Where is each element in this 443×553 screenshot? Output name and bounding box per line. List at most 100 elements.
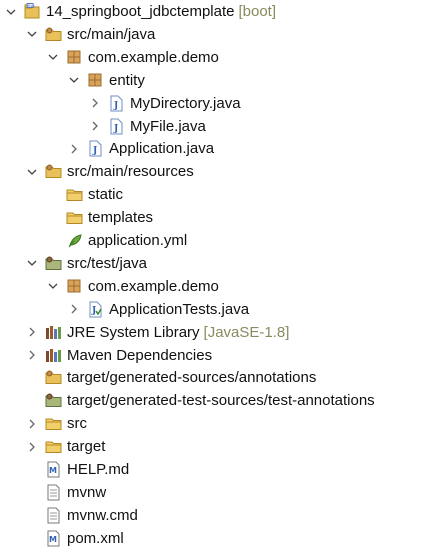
source-folder-icon xyxy=(45,369,62,386)
chevron-down-icon[interactable] xyxy=(25,256,39,270)
tree-item-label: src/test/java xyxy=(67,254,148,272)
yaml-file-icon xyxy=(66,232,83,249)
tree-item-label: application.yml xyxy=(88,232,188,249)
chevron-right-icon[interactable] xyxy=(25,325,39,339)
tree-item[interactable]: J MyFile.java xyxy=(88,115,206,138)
tree-item[interactable]: Maven Dependencies xyxy=(25,344,212,367)
tree-item-label: entity xyxy=(109,71,145,89)
tree-item-label: target xyxy=(67,438,106,456)
tree-item[interactable]: mvnw.cmd xyxy=(25,504,138,527)
tree-item-label: 14_springboot_jdbctemplate xyxy=(46,3,235,20)
tree-item-decoration: [boot] xyxy=(238,3,276,20)
java-file-icon: J xyxy=(87,140,104,157)
tree-item-label: src xyxy=(67,415,87,433)
test-source-folder-icon xyxy=(45,392,62,409)
tree-item-label: static xyxy=(88,186,124,204)
tree-item[interactable]: target xyxy=(25,435,105,458)
chevron-right-icon[interactable] xyxy=(25,417,39,431)
tree-item[interactable]: src/test/java xyxy=(25,252,147,275)
library-icon xyxy=(45,347,62,364)
tree-item[interactable]: J MyDirectory.java xyxy=(88,92,241,115)
tree-item-decoration: [JavaSE-1.8] xyxy=(203,323,290,341)
tree-item[interactable]: JRE System Library[JavaSE-1.8] xyxy=(25,321,289,344)
folder-icon xyxy=(45,438,62,455)
tree-item[interactable]: src/main/resources xyxy=(25,160,194,183)
svg-text:M: M xyxy=(49,535,57,544)
tree-item[interactable]: entity xyxy=(67,69,145,92)
toggle-spacer xyxy=(46,234,60,248)
tree-item-label: pom.xml xyxy=(67,529,124,547)
svg-text:M↓J: M↓J xyxy=(28,4,35,8)
toggle-spacer xyxy=(25,394,39,408)
tree-item-label: MyFile.java xyxy=(130,117,206,135)
tree-item[interactable]: com.example.demo xyxy=(46,46,219,69)
tree-item[interactable]: src/main/java xyxy=(25,23,155,46)
chevron-down-icon[interactable] xyxy=(25,27,39,41)
toggle-spacer xyxy=(46,188,60,202)
svg-text:J: J xyxy=(113,101,118,111)
java-file-icon: J xyxy=(108,95,125,112)
chevron-right-icon[interactable] xyxy=(67,302,81,316)
java-file-icon: J xyxy=(108,118,125,135)
tree-item[interactable]: templates xyxy=(46,206,153,229)
tree-item[interactable]: J ApplicationTests.java xyxy=(67,298,249,321)
tree-item-label: HELP.md xyxy=(67,461,130,478)
svg-text:M: M xyxy=(49,466,57,475)
tree-item[interactable]: target/generated-sources/annotations xyxy=(25,366,316,389)
chevron-right-icon[interactable] xyxy=(25,348,39,362)
tree-item-label: mvnw.cmd xyxy=(67,506,138,524)
tree-item-label: src/main/resources xyxy=(67,163,194,181)
chevron-down-icon[interactable] xyxy=(46,50,60,64)
tree-item-label: JRE System Library xyxy=(67,323,200,341)
package-icon xyxy=(87,72,104,89)
toggle-spacer xyxy=(25,463,39,477)
tree-item[interactable]: mvnw xyxy=(25,481,106,504)
markdown-file-icon: M xyxy=(45,461,62,478)
library-icon xyxy=(45,324,62,341)
tree-item-label: com.example.demo xyxy=(88,48,219,66)
chevron-down-icon[interactable] xyxy=(4,5,18,19)
tree-item[interactable]: src xyxy=(25,412,87,435)
test-source-folder-icon xyxy=(45,255,62,272)
tree-item-label: ApplicationTests.java xyxy=(109,300,250,318)
tree-item-label: templates xyxy=(88,209,154,227)
tree-item-label: target/generated-test-sources/test-annot… xyxy=(67,392,375,410)
maven-pom-icon: M xyxy=(45,530,62,547)
chevron-right-icon[interactable] xyxy=(88,119,102,133)
tree-item-label: com.example.demo xyxy=(88,277,219,295)
tree-item[interactable]: target/generated-test-sources/test-annot… xyxy=(25,389,375,412)
tree-item[interactable]: M HELP.md xyxy=(25,458,129,481)
java-test-file-icon: J xyxy=(87,301,104,318)
tree-item-label: Maven Dependencies xyxy=(67,346,213,364)
package-icon xyxy=(66,278,83,295)
toggle-spacer xyxy=(46,211,60,225)
tree-item-label: MyDirectory.java xyxy=(130,94,241,112)
tree-item[interactable]: M↓J 14_springboot_jdbctemplate[boot] xyxy=(4,0,276,23)
tree-item-label: target/generated-sources/annotations xyxy=(67,369,317,387)
toggle-spacer xyxy=(25,531,39,545)
folder-icon xyxy=(45,415,62,432)
chevron-down-icon[interactable] xyxy=(67,73,81,87)
toggle-spacer xyxy=(25,508,39,522)
svg-text:J: J xyxy=(91,306,96,316)
source-folder-icon xyxy=(45,26,62,43)
text-file-icon xyxy=(45,507,62,524)
toggle-spacer xyxy=(25,371,39,385)
chevron-right-icon[interactable] xyxy=(25,440,39,454)
tree-item[interactable]: static xyxy=(46,183,123,206)
chevron-right-icon[interactable] xyxy=(67,142,81,156)
chevron-down-icon[interactable] xyxy=(25,165,39,179)
folder-icon xyxy=(66,186,83,203)
chevron-right-icon[interactable] xyxy=(88,96,102,110)
project-icon: M↓J xyxy=(24,3,41,20)
folder-icon xyxy=(66,209,83,226)
svg-text:J: J xyxy=(92,146,97,156)
source-folder-icon xyxy=(45,163,62,180)
chevron-down-icon[interactable] xyxy=(46,279,60,293)
tree-item[interactable]: application.yml xyxy=(46,229,187,252)
tree-item[interactable]: com.example.demo xyxy=(46,275,219,298)
package-icon xyxy=(66,49,83,66)
tree-item-label: mvnw xyxy=(67,483,107,501)
